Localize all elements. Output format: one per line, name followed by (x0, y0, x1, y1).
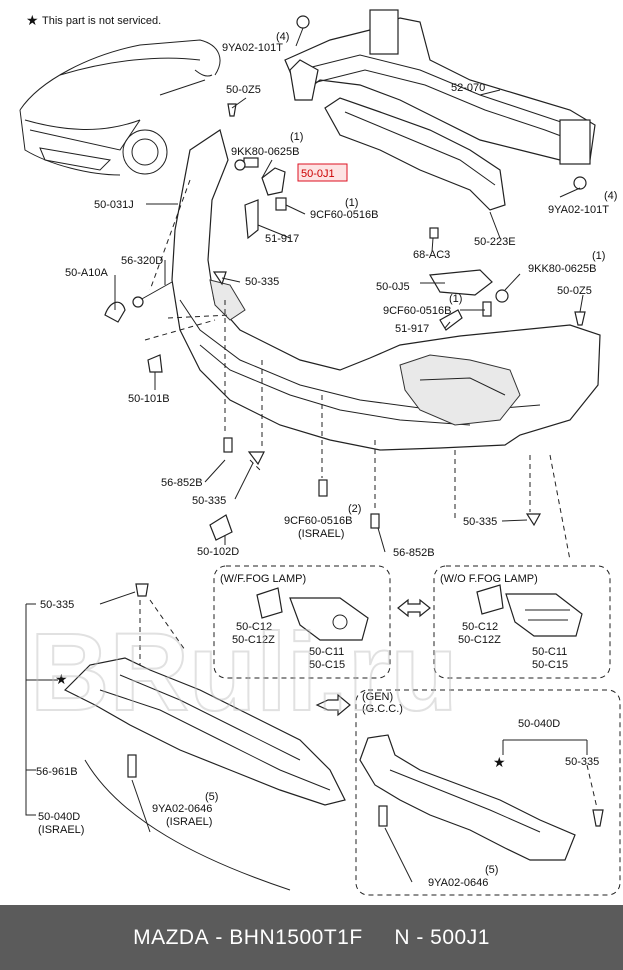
part-label: 50-0J5 (376, 281, 410, 293)
parts-diagram: ★ This part is not serviced. (19, 9, 621, 896)
part-label: 51-917 (395, 323, 429, 335)
part-label: 50-C12 (236, 621, 272, 633)
part-label: 50-040D (38, 811, 80, 823)
part-label: 50-101B (128, 393, 170, 405)
qty-label: (5) (485, 864, 498, 876)
bracket-50-0j1 (243, 157, 286, 196)
qty-label: (5) (205, 791, 218, 803)
part-label: 50-335 (245, 276, 279, 288)
part-label: 9YA02-101T (548, 204, 609, 216)
part-label: 9YA02-0646 (152, 803, 212, 815)
cap-50-101b (147, 354, 163, 373)
highlighted-part-label: 50-0J1 (301, 168, 335, 180)
variant-label: (W/O F.FOG LAMP) (440, 573, 538, 585)
part-label: 50-040D (518, 718, 560, 730)
part-label: 56-961B (36, 766, 78, 778)
part-label: 50-031J (94, 199, 134, 211)
qty-label: (1) (592, 250, 605, 262)
part-label: 50-0Z5 (226, 84, 261, 96)
callout-dashes-lower (139, 599, 598, 809)
car-illustration (19, 39, 221, 176)
part-label: 50-102D (197, 546, 239, 558)
footer-sep: - (209, 925, 230, 949)
part-label: 9CF60-0516B (284, 515, 353, 527)
qty-label: (1) (290, 131, 303, 143)
variant-label: (W/F.FOG LAMP) (220, 573, 306, 585)
footer-bar: MAZDA - BHN1500T1F N - 500J1 (0, 905, 623, 970)
cap-50-102d (209, 514, 233, 541)
qty-label: (2) (348, 503, 361, 515)
part-label: 50-C12 (462, 621, 498, 633)
part-label: 50-0Z5 (557, 285, 592, 297)
highlight-box (297, 163, 348, 182)
part-label: 50-335 (463, 516, 497, 528)
leader-lines (114, 27, 584, 553)
bumper-reinforcement (284, 9, 596, 165)
part-label: 9YA02-0646 (428, 877, 488, 889)
qty-label: (1) (449, 293, 462, 305)
fog-lamp-boxes (213, 565, 611, 717)
gcc-box (355, 689, 621, 896)
reference-dashes (144, 179, 571, 561)
part-label: 56-852B (393, 547, 435, 559)
star-icon: ★ (26, 12, 39, 28)
star-icon: ★ (493, 754, 506, 770)
bolt-icons (127, 15, 604, 827)
part-label: 9KK80-0625B (231, 146, 300, 158)
qty-label: (1) (345, 197, 358, 209)
bumper-fascia (171, 129, 601, 451)
bracket-50-0j5 (429, 269, 493, 296)
variant-label: (ISRAEL) (38, 824, 84, 836)
tow-hook-56-320d (132, 281, 173, 308)
part-label: 50-C11 (532, 646, 567, 658)
qty-label: (4) (276, 31, 289, 43)
side-bracket-51-917-a (244, 199, 259, 240)
part-label: 52-070 (451, 82, 485, 94)
footer-gap (363, 926, 395, 950)
variant-label: (G.C.C.) (362, 703, 403, 715)
footer-make: MAZDA (133, 925, 210, 949)
variant-label: (GEN) (362, 691, 393, 703)
part-label: 68-AC3 (413, 249, 450, 261)
part-label: 9KK80-0625B (528, 263, 597, 275)
part-label: 50-335 (192, 495, 226, 507)
part-label: 51-917 (265, 233, 299, 245)
footer-part-number: BHN1500T1F (229, 925, 363, 949)
variant-label: (ISRAEL) (166, 816, 212, 828)
side-bracket-51-917-b (439, 309, 463, 331)
qty-label: (4) (604, 190, 617, 202)
group-brackets (25, 591, 588, 883)
footer-ref: N - 500J1 (394, 925, 490, 949)
part-label: 50-C15 (532, 659, 568, 671)
part-label: 9CF60-0516B (310, 209, 379, 221)
energy-absorber (324, 97, 506, 211)
part-label: 9CF60-0516B (383, 305, 452, 317)
part-label: 50-C12Z (458, 634, 501, 646)
part-label: 50-C15 (309, 659, 345, 671)
part-labels: (4) 9YA02-101T 50-0Z5 52-070 (1) 9KK80-0… (36, 31, 617, 889)
part-label: 50-C12Z (232, 634, 275, 646)
part-label: 50-223E (474, 236, 516, 248)
part-label: 9YA02-101T (222, 42, 283, 54)
not-serviced-note: This part is not serviced. (42, 15, 161, 27)
variant-label: (ISRAEL) (298, 528, 344, 540)
part-label: 56-852B (161, 477, 203, 489)
part-label: 50-C11 (309, 646, 344, 658)
part-label: 56-320D (121, 255, 163, 267)
star-icon: ★ (55, 671, 68, 687)
part-label: 50-335 (565, 756, 599, 768)
cover-50-a10a (104, 301, 126, 323)
part-label: 50-A10A (65, 267, 108, 279)
part-label: 50-335 (40, 599, 74, 611)
under-cover-left (63, 657, 346, 891)
